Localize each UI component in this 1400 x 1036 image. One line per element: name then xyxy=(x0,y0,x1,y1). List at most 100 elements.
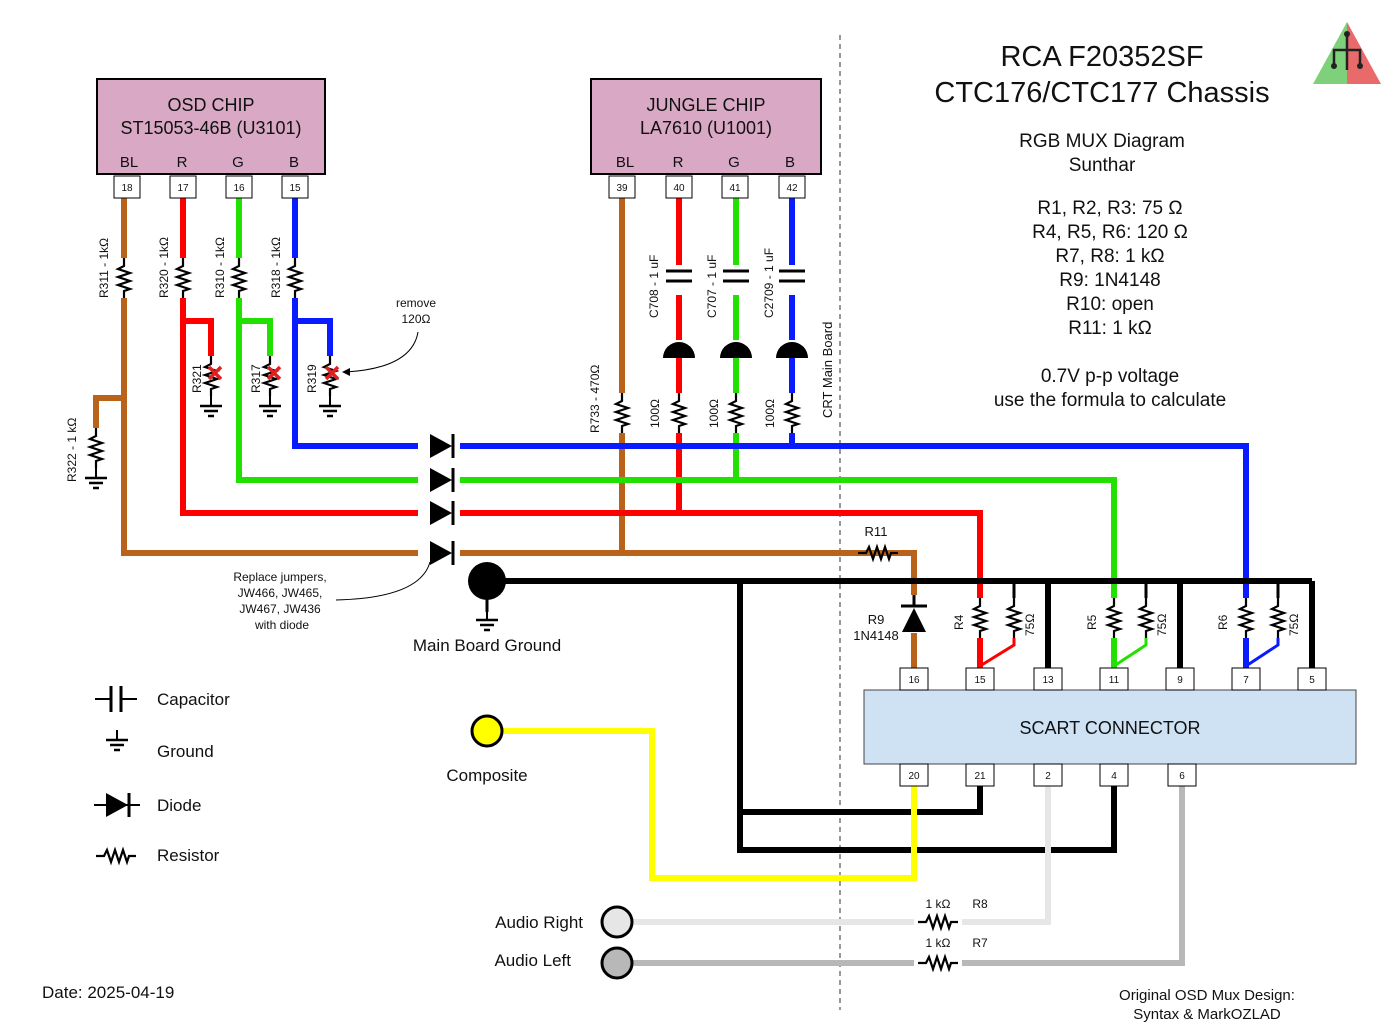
resistor-icon xyxy=(231,256,247,300)
resistor-icon xyxy=(287,256,303,300)
osd-chip-title: OSD CHIP xyxy=(167,95,254,115)
spec-list: R1, R2, R3: 75 Ω R4, R5, R6: 120 Ω R7, R… xyxy=(1032,198,1188,339)
page-title: RCA F20352SF xyxy=(1000,41,1203,73)
spec-item: R9: 1N4148 xyxy=(1059,270,1160,291)
scart-label: SCART CONNECTOR xyxy=(1019,718,1200,738)
date-label: Date: 2025-04-19 xyxy=(42,983,174,1002)
composite-jack-icon xyxy=(470,714,504,748)
jungle-pin-label: BL xyxy=(616,154,634,171)
r317-label: R317 xyxy=(249,364,263,393)
legend-resistor-label: Resistor xyxy=(157,846,220,865)
resistor-icon xyxy=(1106,596,1122,640)
audio-right-jack-icon xyxy=(600,905,634,939)
resistor-icon xyxy=(88,426,104,470)
r320-label: R320 - 1kΩ xyxy=(157,237,171,298)
osd-pin-label: BL xyxy=(120,154,138,171)
legend-resistor-icon xyxy=(94,848,138,864)
ground-icon xyxy=(83,466,109,490)
audio-left-label: Audio Left xyxy=(494,951,571,970)
scart-pin: 20 xyxy=(908,771,920,782)
page-title-chassis: CTC176/CTC177 Chassis xyxy=(934,77,1269,109)
jungle-pin-label: R xyxy=(673,154,684,171)
r322-label: R322 - 1 kΩ xyxy=(65,418,79,482)
r7-value: 1 kΩ xyxy=(926,936,951,950)
circuit-logo-icon xyxy=(1313,22,1381,84)
jungle-chip-part: LA7610 (U1001) xyxy=(640,118,772,138)
resistor-icon xyxy=(728,391,744,435)
legend: Capacitor Ground Diode Resistor xyxy=(94,686,230,865)
r11-label: R11 xyxy=(865,524,888,539)
scart-pin: 16 xyxy=(908,675,920,686)
page-author: Sunthar xyxy=(1069,155,1136,176)
r4-label: R4 xyxy=(952,614,966,630)
replace-note: with diode xyxy=(254,618,309,632)
spec-item: R7, R8: 1 kΩ xyxy=(1055,246,1164,267)
audio-left-jack-icon xyxy=(600,946,634,980)
ground-icon xyxy=(474,608,500,632)
crt-board-ground-icon xyxy=(663,342,695,358)
scart-pin: 11 xyxy=(1109,675,1120,686)
r7-label: R7 xyxy=(972,936,988,950)
remove-arrow xyxy=(345,331,419,373)
scart-connector: SCART CONNECTOR 16 15 13 11 9 7 5 20 21 … xyxy=(863,667,1357,787)
jungle-r-label: 100Ω xyxy=(648,399,662,428)
spec-item: R11: 1 kΩ xyxy=(1068,318,1152,339)
arrowhead-icon xyxy=(342,368,350,376)
ground-icon xyxy=(257,394,283,418)
resistor-icon xyxy=(116,256,132,300)
spec-item: R4, R5, R6: 120 Ω xyxy=(1032,222,1188,243)
main-ground-node xyxy=(468,562,506,600)
resistor-icon xyxy=(856,545,900,561)
credit-line: Syntax & MarkOZLAD xyxy=(1133,1006,1281,1023)
crt-board-label: CRT Main Board xyxy=(820,322,835,418)
r319-label: R319 xyxy=(305,364,319,393)
r9-label: R9 xyxy=(868,612,885,627)
wires xyxy=(93,198,1315,966)
resistor-icon xyxy=(784,391,800,435)
spec-item: R10: open xyxy=(1066,294,1154,315)
resistor-icon xyxy=(972,596,988,640)
jungle-r-label: 100Ω xyxy=(707,399,721,428)
r321-label: R321 xyxy=(190,364,204,393)
r75-label: 75Ω xyxy=(1155,614,1169,636)
resistor-icon xyxy=(671,391,687,435)
remove-note: remove xyxy=(396,296,436,310)
legend-diode-label: Diode xyxy=(157,796,201,815)
replace-note: JW467, JW436 xyxy=(239,602,321,616)
main-ground-label: Main Board Ground xyxy=(413,636,561,655)
capacitor-c2709 xyxy=(779,269,805,283)
legend-ground-icon xyxy=(104,728,130,752)
formula-note: use the formula to calculate xyxy=(994,390,1226,411)
legend-diode-icon xyxy=(94,791,140,819)
ground-icon xyxy=(198,394,224,418)
replace-arrow xyxy=(335,561,431,601)
capacitor-c707 xyxy=(723,269,749,283)
replace-note: Replace jumpers, xyxy=(233,570,326,584)
r8-label: R8 xyxy=(972,897,988,911)
r9-part: 1N4148 xyxy=(853,628,899,643)
r318-label: R318 - 1kΩ xyxy=(269,237,283,298)
scart-pin: 2 xyxy=(1045,771,1051,782)
osd-pin-label: B xyxy=(289,154,299,171)
ground-icon xyxy=(317,394,343,418)
resistor-icon xyxy=(614,391,630,435)
spec-item: R1, R2, R3: 75 Ω xyxy=(1037,198,1182,219)
resistor-icon xyxy=(1270,596,1286,640)
r75-label: 75Ω xyxy=(1023,614,1037,636)
osd-pin-number: 17 xyxy=(177,183,189,194)
c2709-label: C2709 - 1 uF xyxy=(762,248,776,318)
scart-pin: 4 xyxy=(1111,771,1117,782)
osd-chip-part: ST15053-46B (U3101) xyxy=(120,118,301,138)
legend-capacitor-label: Capacitor xyxy=(157,690,230,709)
r311-label: R311 - 1kΩ xyxy=(97,238,111,298)
composite-label: Composite xyxy=(446,766,527,785)
resistor-icon xyxy=(1138,596,1154,640)
scart-pin: 21 xyxy=(974,771,986,782)
osd-pin-label: R xyxy=(177,154,188,171)
resistor-icon xyxy=(1238,596,1254,640)
osd-pin-label: G xyxy=(232,154,244,171)
voltage-note: 0.7V p-p voltage xyxy=(1041,366,1179,387)
jungle-r-label: 100Ω xyxy=(763,399,777,428)
scart-pin: 5 xyxy=(1309,675,1315,686)
jungle-pin-label: G xyxy=(728,154,740,171)
